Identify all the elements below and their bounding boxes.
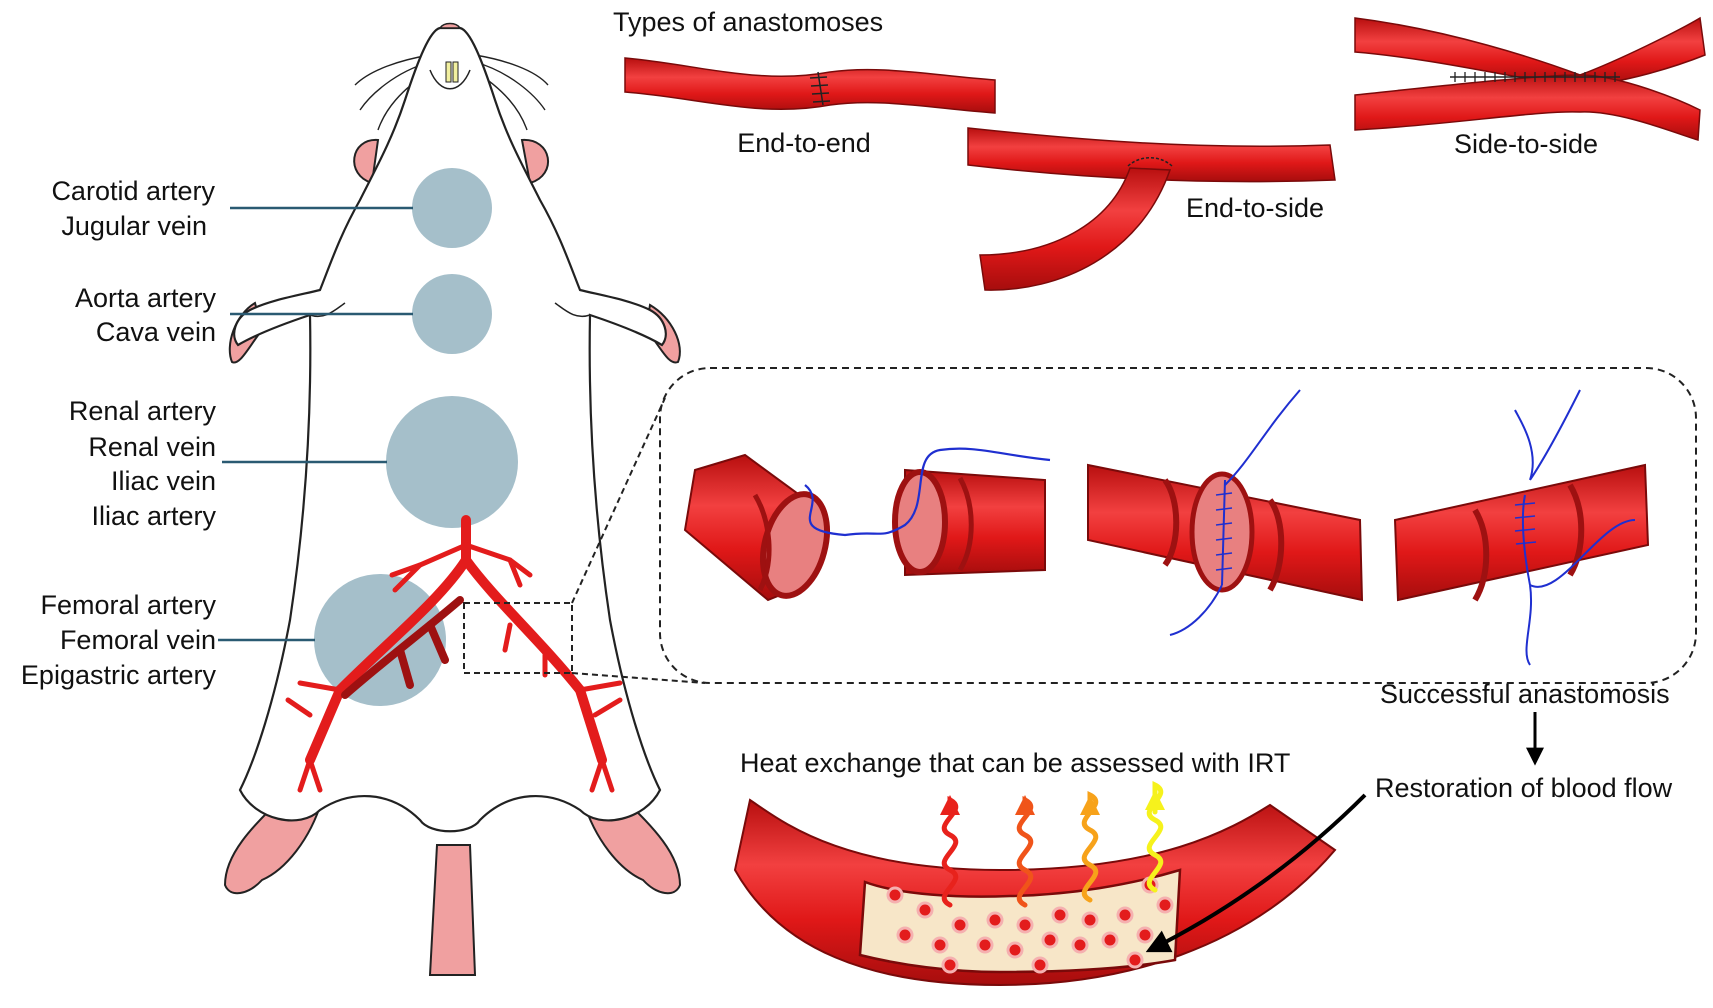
end-to-side-vessel [967, 127, 1336, 291]
label-cava-vein: Cava vein [96, 317, 216, 347]
step3-completed [1393, 389, 1650, 666]
label-iliac-vein: Iliac vein [111, 466, 216, 496]
leader-lines [218, 206, 413, 642]
side-to-side-vessel [1354, 16, 1706, 141]
label-femoral-vein: Femoral vein [60, 625, 216, 655]
step1-open-ends [683, 447, 1051, 602]
label-femoral-artery: Femoral artery [40, 590, 216, 620]
label-restoration-blood-flow: Restoration of blood flow [1375, 773, 1673, 803]
arrow-into-vessel [1145, 793, 1367, 953]
label-heat-exchange: Heat exchange that can be assessed with … [740, 748, 1290, 778]
label-renal-artery: Renal artery [69, 396, 217, 426]
zoom-connector-top [571, 397, 666, 604]
nose [438, 22, 462, 29]
zoom-connector-bottom [571, 672, 706, 684]
site-labels: Carotid artery Jugular vein Aorta artery… [21, 176, 217, 690]
mouth [429, 69, 471, 90]
blood-flow-vessel [733, 798, 1337, 987]
label-epigastric-artery: Epigastric artery [21, 660, 217, 690]
red-blood-cells [886, 876, 1174, 974]
arm-line-right [554, 302, 591, 317]
label-aorta-artery: Aorta artery [75, 283, 217, 313]
end-to-end-vessel [624, 57, 996, 114]
label-successful-anastomosis: Successful anastomosis [1380, 679, 1670, 709]
site-circle-renal [386, 396, 518, 528]
label-end-to-side: End-to-side [1186, 193, 1324, 223]
label-jugular-vein: Jugular vein [61, 211, 207, 241]
zoom-box [463, 602, 573, 674]
label-iliac-artery: Iliac artery [91, 501, 216, 531]
site-circle-neck [412, 168, 492, 248]
label-carotid-artery: Carotid artery [51, 176, 215, 206]
label-renal-vein: Renal vein [88, 432, 216, 462]
label-side-to-side: Side-to-side [1454, 129, 1598, 159]
label-end-to-end: End-to-end [737, 128, 871, 158]
step2-joined [1087, 389, 1364, 636]
site-circle-femoral [314, 574, 446, 706]
suturing-steps-panel [659, 367, 1697, 684]
site-circle-abdomen [412, 274, 492, 354]
types-title: Types of anastomoses [613, 7, 883, 37]
surgical-sites [314, 168, 518, 706]
tail [428, 844, 477, 976]
heat-arrowheads [940, 790, 1165, 815]
teeth [445, 61, 459, 83]
